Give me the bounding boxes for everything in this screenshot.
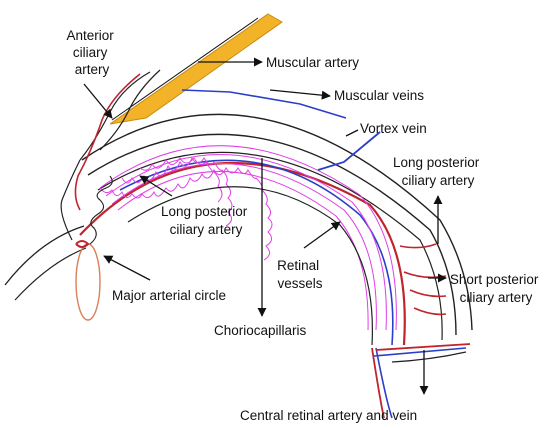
label-long-posterior-ciliary-artery-right-line-2: ciliary artery: [402, 173, 475, 188]
arrow-muscular-veins: [270, 90, 330, 96]
label-retinal-vessels: Retinal vessels: [277, 258, 323, 291]
label-central-retinal-artery-and-vein: Central retinal artery and vein: [240, 408, 417, 423]
arrow-anterior-ciliary-artery: [84, 84, 112, 118]
label-muscular-artery: Muscular artery: [266, 55, 359, 70]
label-retinal-vessels-line-1: Retinal: [277, 258, 319, 273]
arrow-retinal-vessels: [304, 222, 340, 248]
anterior-outline-outer: [5, 226, 84, 285]
label-choriocapillaris: Choriocapillaris: [214, 323, 307, 338]
diagram-labels: Anterior ciliary artery Muscular artery …: [66, 28, 542, 423]
muscle-outline-line: [112, 18, 258, 120]
label-anterior-ciliary-artery-line-3: artery: [75, 62, 110, 77]
label-vortex-vein: Vortex vein: [360, 121, 427, 136]
ciliary-body: [76, 244, 100, 320]
label-major-arterial-circle: Major arterial circle: [112, 288, 226, 303]
label-long-posterior-ciliary-artery-inner-line-2: ciliary artery: [170, 222, 243, 237]
short-posterior-ciliary-artery-vessel-2: [410, 290, 446, 296]
long-posterior-ciliary-artery-right-vessel: [400, 244, 436, 248]
arrow-major-arterial-circle: [104, 256, 150, 280]
label-short-posterior-ciliary-artery: Short posterior ciliary artery: [450, 272, 542, 305]
short-posterior-ciliary-artery-vessel-1: [404, 272, 446, 277]
label-anterior-ciliary-artery: Anterior ciliary artery: [66, 28, 117, 77]
muscular-veins-vessel: [182, 90, 346, 118]
label-muscular-veins: Muscular veins: [334, 88, 424, 103]
label-long-posterior-ciliary-artery-inner-line-1: Long posterior: [161, 204, 248, 219]
label-short-posterior-ciliary-artery-line-1: Short posterior: [450, 272, 539, 287]
long-posterior-ciliary-artery-vessel: [90, 176, 112, 244]
label-long-posterior-ciliary-artery-inner: Long posterior ciliary artery: [161, 204, 251, 237]
label-long-posterior-ciliary-artery-right: Long posterior ciliary artery: [393, 155, 483, 188]
label-retinal-vessels-line-2: vessels: [277, 276, 322, 291]
vortex-vein-vessel: [318, 132, 380, 170]
label-short-posterior-ciliary-artery-line-2: ciliary artery: [460, 290, 533, 305]
choroid-artery-arc: [80, 163, 405, 345]
extraocular-muscle: [110, 14, 282, 124]
arrow-vortex-vein: [346, 130, 358, 136]
anterior-outline-inner: [15, 248, 86, 300]
label-anterior-ciliary-artery-line-1: Anterior: [66, 28, 114, 43]
label-long-posterior-ciliary-artery-right-line-1: Long posterior: [393, 155, 480, 170]
label-anterior-ciliary-artery-line-2: ciliary: [73, 45, 108, 60]
